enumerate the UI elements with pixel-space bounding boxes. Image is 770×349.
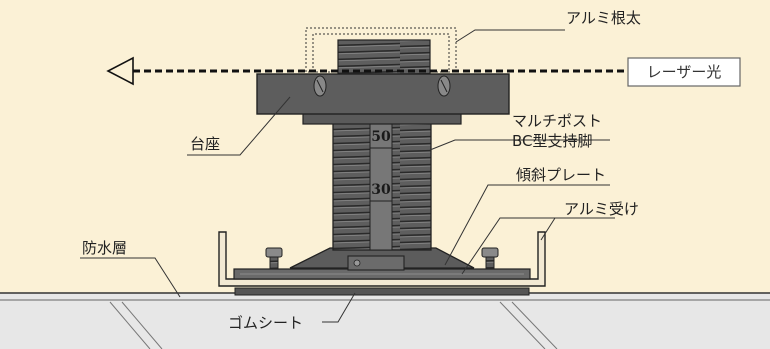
- label-waterproof-layer: 防水層: [82, 239, 127, 257]
- rubber-sheet: [234, 287, 530, 296]
- seat-screw-left: [313, 75, 327, 97]
- base-seat: [256, 73, 510, 115]
- aluminum-receiver: [218, 231, 546, 287]
- label-base-seat: 台座: [190, 135, 220, 153]
- label-tilt-plate: 傾斜プレート: [516, 166, 606, 184]
- scale-mark-50: 50: [371, 129, 391, 145]
- seat-screw-right: [437, 75, 451, 97]
- leader-lines: [80, 29, 615, 323]
- label-multipost-line2: BC型支持脚: [512, 132, 593, 150]
- label-multipost-line1: マルチポスト: [512, 112, 602, 130]
- scale-mark-30: 30: [371, 182, 391, 198]
- concrete-slab: [0, 293, 770, 349]
- laser-arrow-icon: [106, 56, 134, 86]
- upper-thread-stub: [337, 39, 431, 75]
- left-bolt: [265, 247, 283, 270]
- label-aluminum-joist: アルミ根太: [566, 9, 641, 27]
- laser-label: レーザー光: [647, 63, 722, 81]
- laser-label-box: [627, 57, 741, 87]
- slab-hatching: [109, 301, 558, 349]
- label-rubber-sheet: ゴムシート: [228, 314, 303, 332]
- label-aluminum-receiver: アルミ受け: [564, 200, 639, 218]
- right-bolt: [481, 247, 499, 270]
